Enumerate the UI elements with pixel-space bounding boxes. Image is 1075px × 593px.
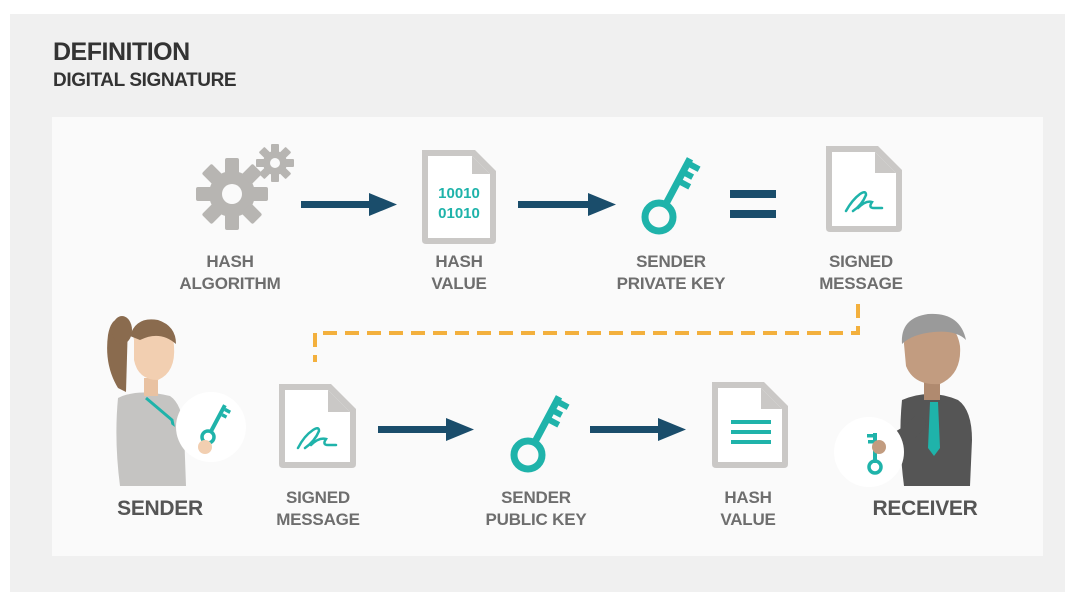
small-gear (256, 144, 294, 182)
dashed-path (313, 304, 860, 362)
arrow-right-icon (518, 193, 616, 216)
arrow-right-icon (378, 418, 474, 441)
arrow-right-icon (590, 418, 686, 441)
binary-document-icon: 10010 01010 (422, 150, 496, 244)
page-subtitle: DIGITAL SIGNATURE (53, 70, 237, 91)
hash-algorithm-label: HASH ALGORITHM (179, 252, 281, 293)
receiver-person-icon (834, 313, 972, 487)
signed-message-label-bottom: SIGNED MESSAGE (276, 488, 360, 529)
private-key-icon (641, 157, 701, 235)
binary-line-2: 01010 (438, 205, 480, 222)
signed-document-icon (826, 146, 902, 232)
hash-value-label: HASH VALUE (431, 252, 487, 293)
public-key-icon (510, 395, 570, 473)
sender-private-key-label: SENDER PRIVATE KEY (616, 252, 726, 293)
sender-public-key-label: SENDER PUBLIC KEY (485, 488, 587, 529)
binary-line-1: 10010 (438, 185, 480, 202)
sender-person-icon (107, 316, 246, 486)
hash-value-label-bottom: HASH VALUE (720, 488, 776, 529)
arrow-right-icon (301, 193, 397, 216)
receiver-label: RECEIVER (872, 497, 978, 520)
page-title: DEFINITION (53, 38, 190, 66)
text-document-icon (712, 382, 788, 468)
gears-icon (196, 144, 294, 230)
signed-document-icon (279, 384, 356, 468)
signed-message-label-top: SIGNED MESSAGE (819, 252, 903, 293)
sender-label: SENDER (117, 497, 203, 520)
large-gear (196, 158, 268, 230)
equals-icon (730, 190, 776, 218)
